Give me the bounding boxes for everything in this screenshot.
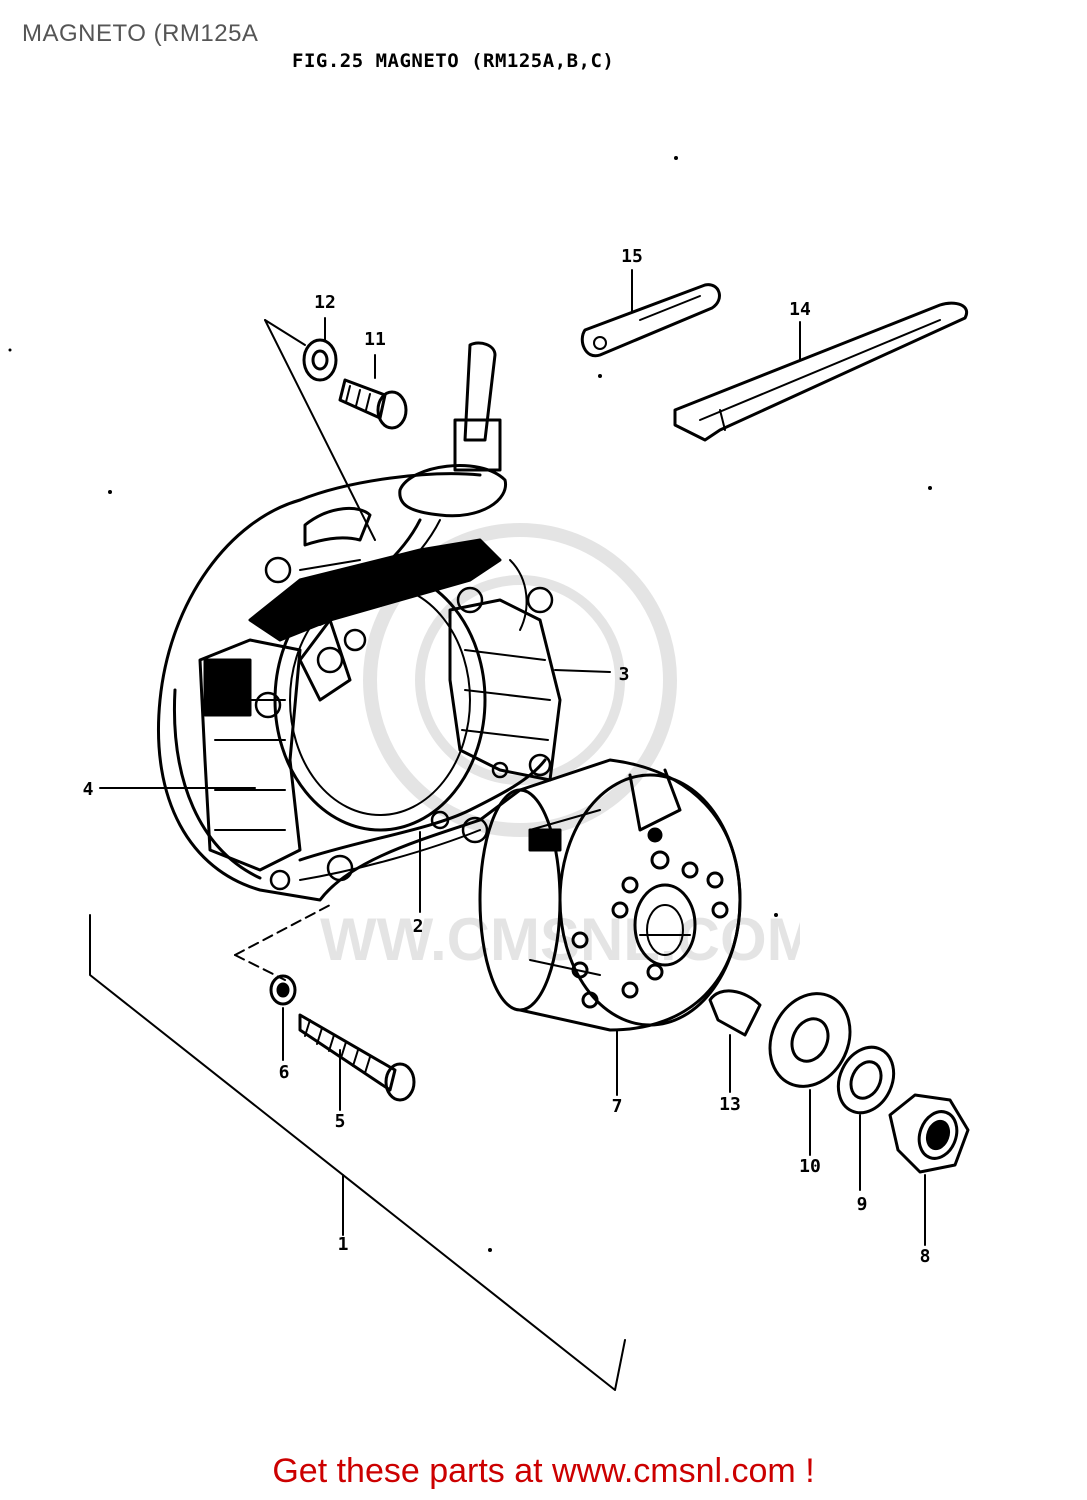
washer-12: [302, 338, 338, 382]
washer-6: [269, 974, 297, 1006]
rotor-7: [478, 758, 742, 1032]
callout-7: 7: [612, 1096, 623, 1117]
callout-11: 11: [364, 329, 386, 350]
stator-screws: [254, 556, 554, 891]
leader-lines: [89, 269, 926, 1391]
callout-3: 3: [619, 664, 630, 685]
footer-link-text[interactable]: Get these parts at www.cmsnl.com !: [272, 1452, 815, 1490]
callout-8: 8: [920, 1246, 931, 1267]
scan-specks: [8, 156, 932, 1252]
figure-caption: FIG.25 MAGNETO (RM125A,B,C): [292, 50, 615, 72]
wire-harness: [298, 341, 528, 631]
washer-10: [768, 992, 852, 1088]
callout-6: 6: [279, 1062, 290, 1083]
callout-5: 5: [335, 1111, 346, 1132]
callout-14: 14: [789, 299, 811, 320]
callout-2: 2: [413, 916, 424, 937]
screw-5: [298, 1013, 416, 1102]
callout-1: 1: [338, 1234, 349, 1255]
screw-11: [338, 378, 408, 430]
base-plate-arc: [298, 758, 547, 862]
nut-8: [888, 1093, 970, 1174]
strap-14: [673, 301, 969, 442]
key-13: [708, 989, 762, 1037]
lock-washer-9: [836, 1045, 896, 1115]
callout-10: 10: [799, 1156, 821, 1177]
callout-12: 12: [314, 292, 336, 313]
callout-13: 13: [719, 1094, 741, 1115]
callout-4: 4: [83, 779, 94, 800]
callout-9: 9: [857, 1194, 868, 1215]
callout-15: 15: [621, 246, 643, 267]
callout-labels: 12 11 15 14 3 4 2 6 5 7 13 10 9 8 1: [83, 246, 931, 1267]
bracket-15: [580, 283, 721, 358]
coil-left: [198, 638, 302, 872]
page-title: MAGNETO (RM125A: [22, 20, 259, 47]
